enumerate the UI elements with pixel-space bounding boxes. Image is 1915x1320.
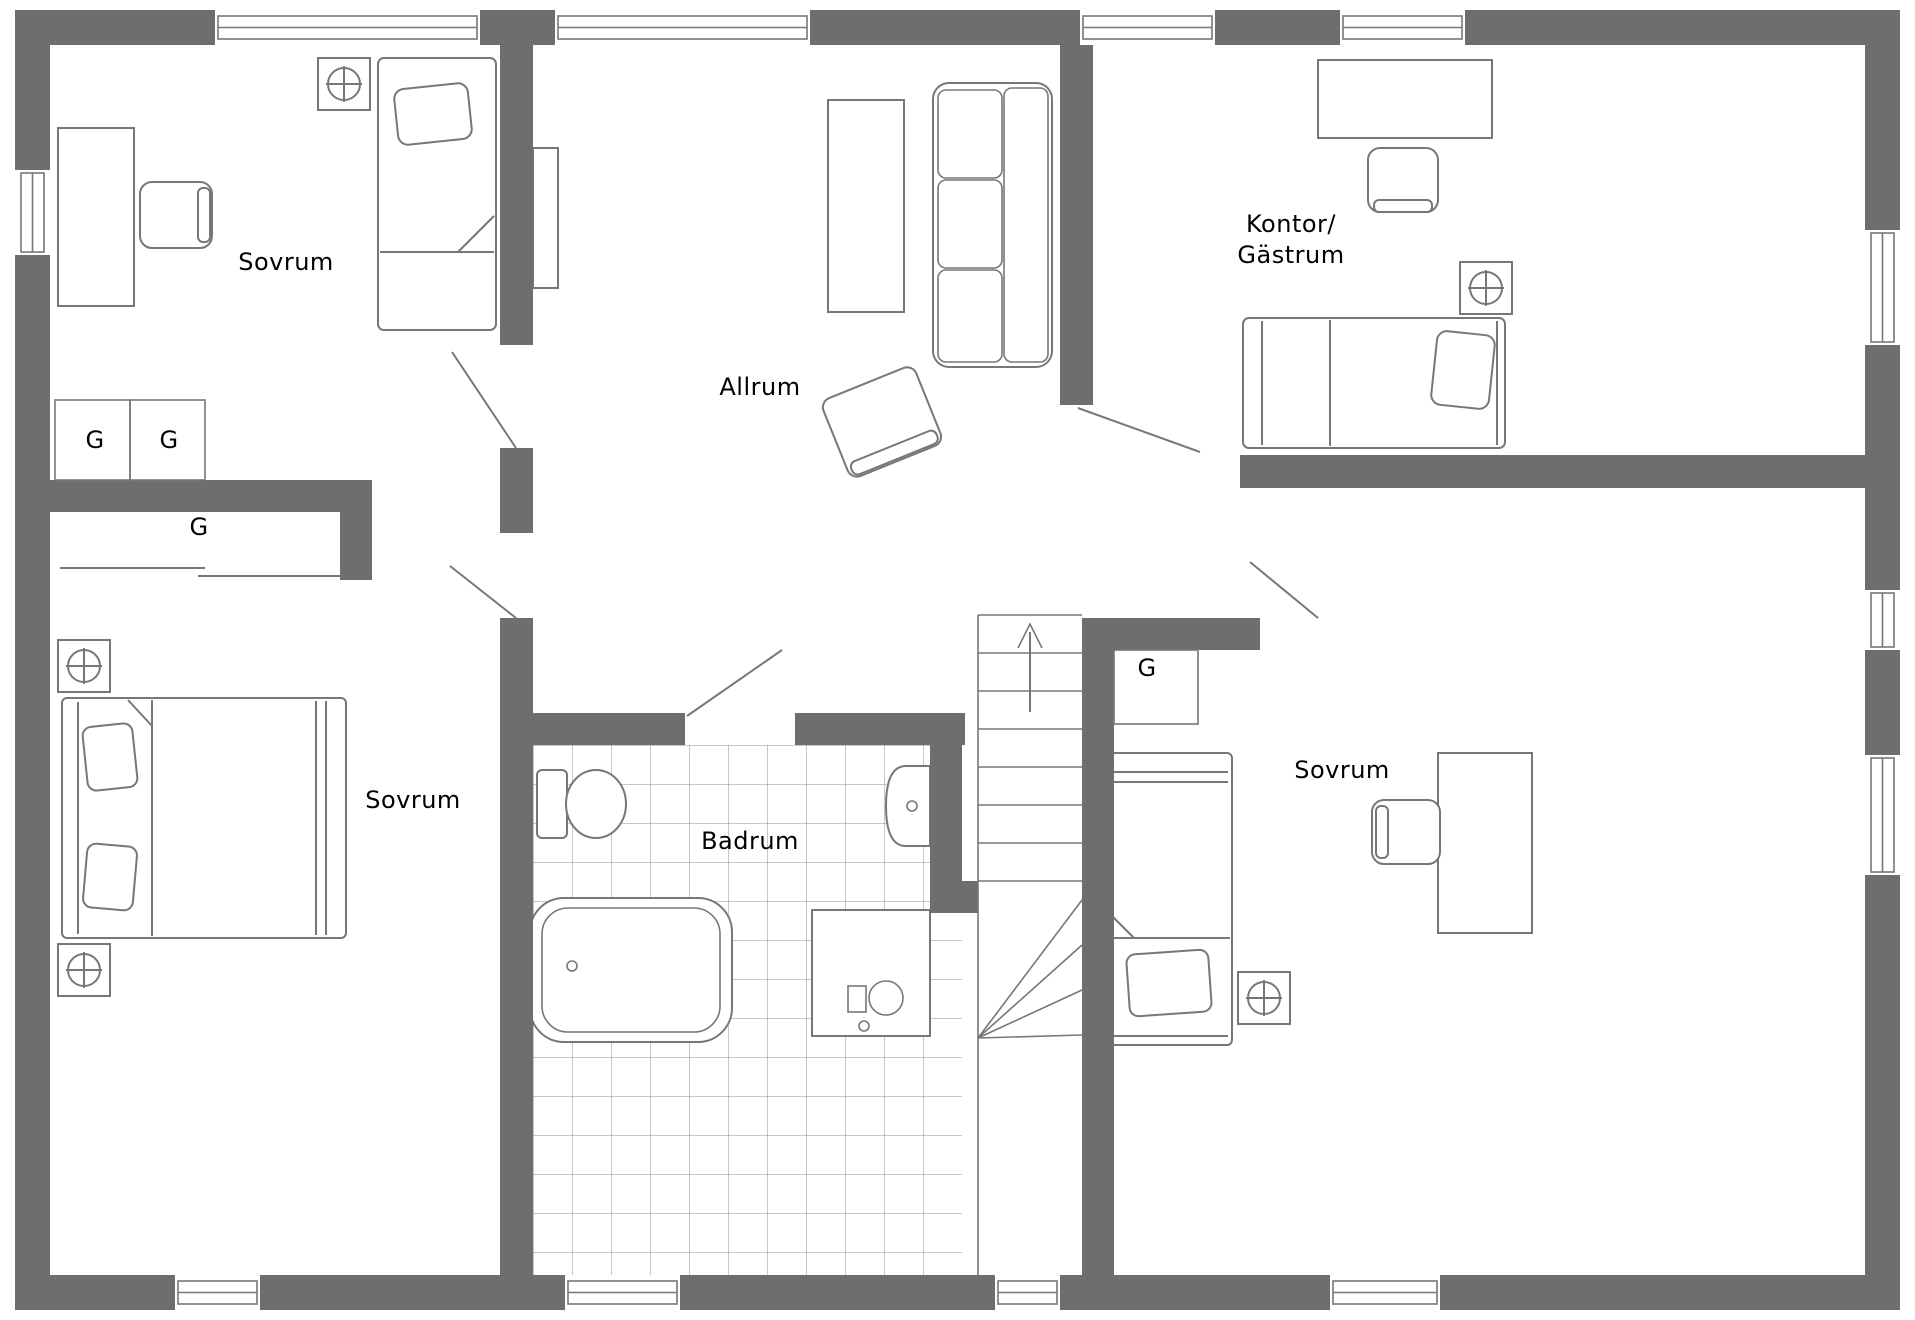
desk <box>1437 752 1533 934</box>
room-label-office-line2: Gästrum <box>1237 241 1345 269</box>
light-fixture-symbol <box>57 639 111 693</box>
room-label-office-line1: Kontor/ <box>1246 209 1336 238</box>
light-fixture-symbol <box>1459 261 1513 315</box>
shower-corner <box>811 909 931 1037</box>
light-fixture-symbol <box>1237 971 1291 1025</box>
light-fixture-symbol <box>57 943 111 997</box>
sink <box>884 765 931 847</box>
closet-label: G <box>85 426 105 454</box>
window <box>175 1275 260 1310</box>
room-label-living-room: Allrum <box>719 373 801 401</box>
chair <box>139 181 213 249</box>
window <box>1340 10 1465 45</box>
window <box>555 10 810 45</box>
window <box>15 170 50 255</box>
bed-single <box>1107 752 1233 1046</box>
shelf <box>532 147 559 289</box>
room-label-bedroom-top-left: Sovrum <box>238 248 334 276</box>
bathtub <box>529 897 733 1043</box>
interior-walls <box>50 45 1865 1275</box>
stairs-up-arrow <box>1017 622 1043 712</box>
window <box>1330 1275 1440 1310</box>
chair <box>1371 799 1441 865</box>
window <box>215 10 480 45</box>
chair <box>1367 147 1439 213</box>
door-swings <box>449 351 1319 717</box>
coffee-table <box>827 99 905 313</box>
windows <box>15 10 1900 1310</box>
room-label-office: Kontor/ Gästrum <box>1237 209 1344 271</box>
closet-sliding-doors <box>60 567 342 577</box>
sofa <box>932 82 1053 368</box>
window <box>1865 755 1900 875</box>
wardrobe-box <box>129 399 206 481</box>
window <box>995 1275 1060 1310</box>
light-fixture-symbol <box>317 57 371 111</box>
desk <box>57 127 135 307</box>
window <box>565 1275 680 1310</box>
toilet <box>536 769 627 839</box>
bed-single <box>377 57 497 331</box>
room-label-bedroom-bottom-left: Sovrum <box>365 786 461 814</box>
closet-label: G <box>159 426 179 454</box>
wardrobe-box <box>1113 649 1199 725</box>
bed-single <box>1242 317 1506 449</box>
desk <box>1317 59 1493 139</box>
stairs <box>977 614 1083 1275</box>
window <box>1865 230 1900 345</box>
armchair <box>821 366 943 478</box>
window <box>1080 10 1215 45</box>
room-label-bathroom: Badrum <box>701 827 799 855</box>
room-label-bedroom-bottom-right: Sovrum <box>1294 756 1390 784</box>
closet-label: G <box>1137 654 1157 682</box>
window <box>1865 590 1900 650</box>
bed-double <box>61 697 347 939</box>
closet-label: G <box>189 513 209 541</box>
